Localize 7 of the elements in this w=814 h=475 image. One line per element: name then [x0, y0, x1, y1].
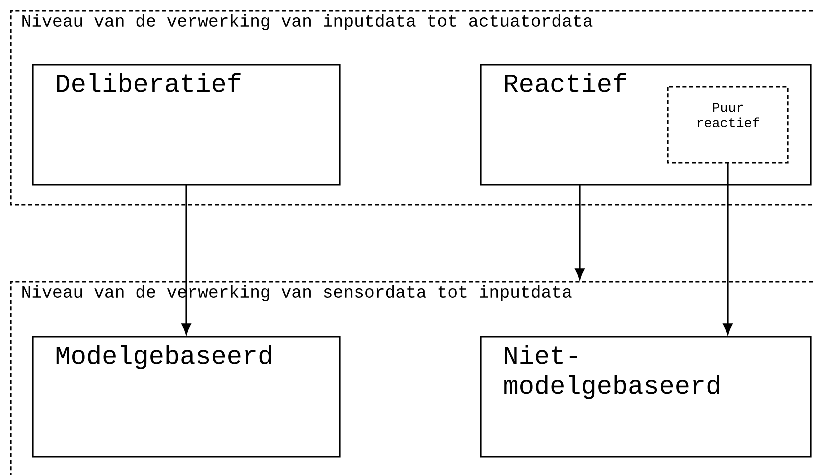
level-box: Modelgebaseerd — [32, 336, 341, 458]
arrow — [575, 186, 585, 280]
sub-box: Puur reactief — [667, 86, 789, 164]
arrow — [723, 164, 733, 335]
level-box: Deliberatief — [32, 64, 341, 186]
arrow — [182, 186, 192, 335]
level-box: Niet-modelgebaseerd — [480, 336, 812, 458]
